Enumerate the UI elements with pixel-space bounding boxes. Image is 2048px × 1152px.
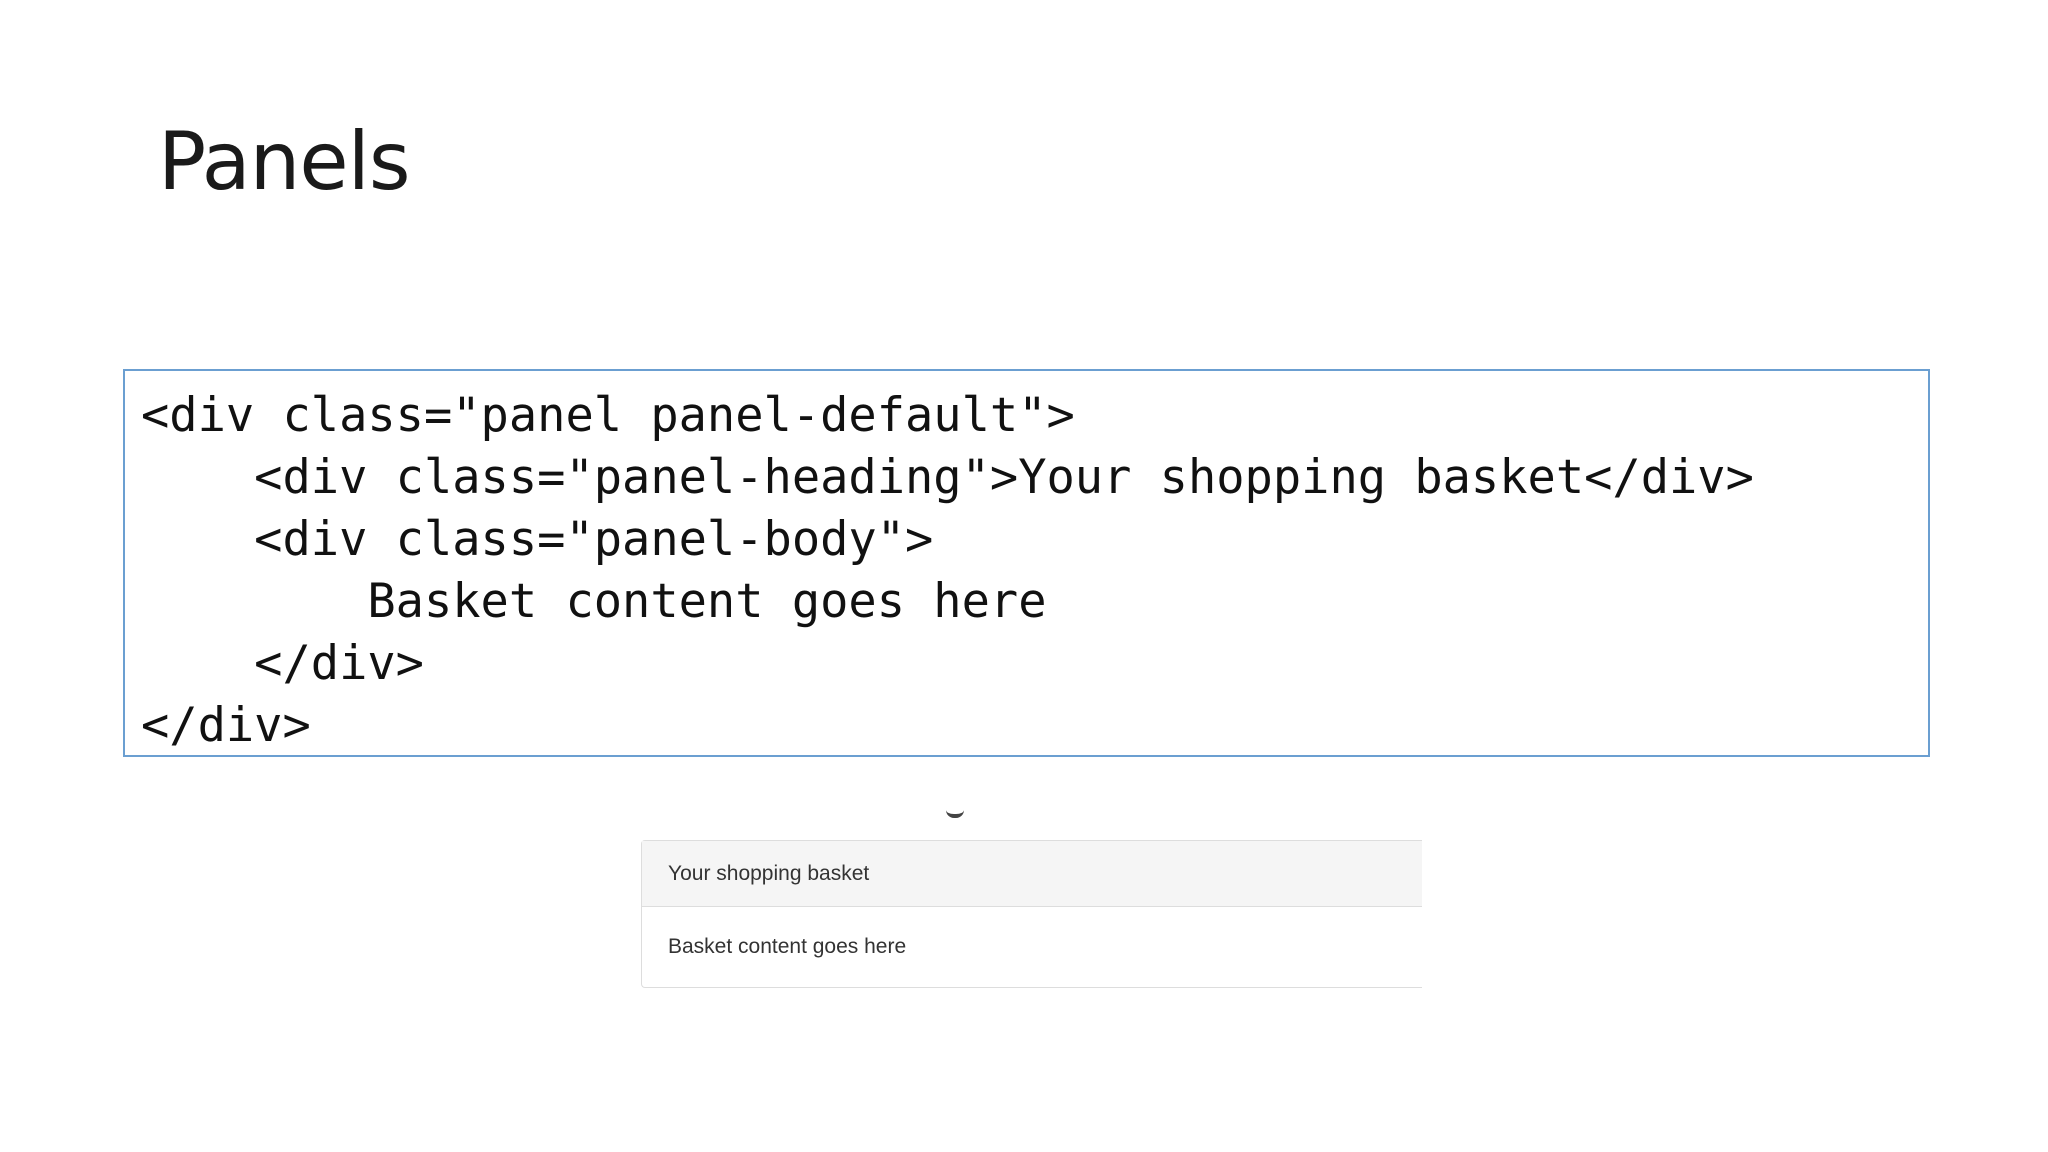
code-line-2: <div class="panel-heading">Your shopping… <box>141 450 1754 505</box>
slide-title: Panels <box>158 115 410 208</box>
code-line-4: Basket content goes here <box>141 574 1047 629</box>
code-line-6: </div> <box>141 698 311 753</box>
code-line-1: <div class="panel panel-default"> <box>141 388 1075 443</box>
cropped-glyph-fragment <box>946 810 964 818</box>
code-line-5: </div> <box>141 636 424 691</box>
panel-heading: Your shopping basket <box>642 841 1422 907</box>
rendered-panel-screenshot: Your shopping basket Basket content goes… <box>641 840 1422 988</box>
code-block: <div class="panel panel-default"> <div c… <box>123 369 1930 757</box>
panel-body: Basket content goes here <box>668 935 907 958</box>
code-line-3: <div class="panel-body"> <box>141 512 934 567</box>
